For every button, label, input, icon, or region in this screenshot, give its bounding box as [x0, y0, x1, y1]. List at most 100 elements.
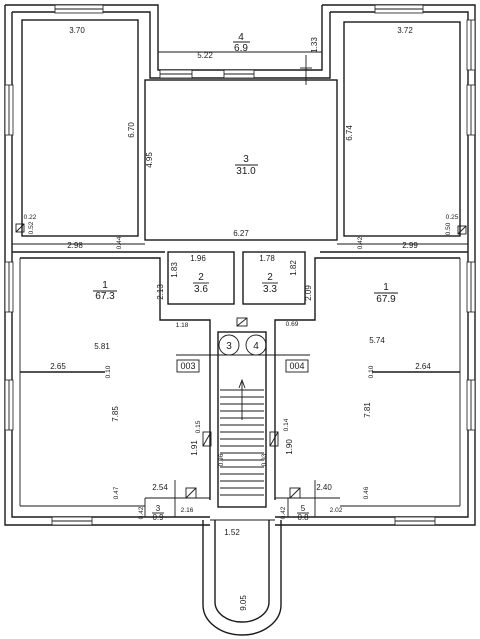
window-left-2 [4, 261, 14, 313]
dim-label: 1.33 [310, 37, 319, 53]
dim-label: 0.50 [445, 222, 452, 235]
room-top-left-wall [21, 19, 139, 237]
dim-label: 0.93 [261, 453, 268, 466]
window-center-left [159, 69, 193, 79]
dim-label: 6.74 [345, 125, 354, 141]
room-2-left-number: 2 [198, 272, 204, 283]
dim-label: 1.82 [289, 260, 298, 276]
window-bottom-right [394, 516, 436, 526]
dim-label: 0.14 [283, 418, 290, 431]
dim-label: 1.78 [259, 254, 275, 263]
entrance-stair-outer [202, 520, 282, 636]
room-3-area: 31.0 [236, 166, 256, 177]
dim-label: 1.52 [224, 528, 240, 537]
room-5-small-area: 0.8 [297, 513, 309, 522]
dim-label: 2.65 [50, 362, 66, 371]
outer-wall-left [4, 4, 210, 526]
dim-label: 1.90 [285, 439, 294, 455]
window-right-2 [466, 84, 476, 136]
dim-label: 3.70 [69, 26, 85, 35]
dim-label: 0.69 [286, 321, 299, 328]
inner-walls [12, 19, 468, 517]
dim-label: 2.02 [330, 507, 343, 514]
dim-label: 0.10 [105, 365, 112, 378]
stair-arrow-head [238, 378, 246, 389]
dim-label: 2.99 [402, 241, 418, 250]
dim-label: 2.09 [304, 285, 313, 301]
marker-box-left [176, 359, 200, 373]
vent-symbol-stair-right [269, 431, 279, 447]
left-hall-wall [20, 257, 211, 500]
dim-label: 2.40 [316, 483, 332, 492]
dim-label: 1.18 [176, 322, 189, 329]
dim-label: 1.83 [170, 262, 179, 278]
outer-walls [4, 4, 476, 526]
room-1-left-number: 1 [102, 280, 108, 291]
window-top-left [54, 4, 104, 14]
room-small-left-wall [144, 480, 210, 517]
window-right-3 [466, 261, 476, 313]
dim-label: 2.64 [415, 362, 431, 371]
room-5-small-number: 5 [301, 504, 306, 513]
dim-label: 0.47 [113, 486, 120, 499]
dim-label: 0.42 [357, 236, 364, 249]
dim-label: 5.22 [197, 51, 213, 60]
dimension-labels: 3.70 3.72 5.22 1.33 6.70 4.95 6.74 6.27 … [24, 26, 459, 611]
dim-label: 3.72 [397, 26, 413, 35]
vent-symbol-stair-left [202, 431, 212, 447]
dim-label: 4.95 [145, 152, 154, 168]
dim-label: 1.96 [190, 254, 206, 263]
room-2-right-area: 3.3 [263, 284, 277, 295]
dim-label: 6.70 [127, 122, 136, 138]
room-4-area: 6.9 [234, 43, 248, 54]
room-labels: 4 6.9 3 31.0 1 67.3 1 67.9 2 3.6 2 3.3 3… [93, 32, 398, 522]
room-3-small-number: 3 [156, 504, 161, 513]
dim-label: 9.05 [239, 595, 248, 611]
dim-label: 7.85 [111, 406, 120, 422]
dim-label: 0.44 [116, 236, 123, 249]
dim-label: 0.96 [218, 453, 225, 466]
room-3-small-area: 0.9 [152, 513, 164, 522]
room-top-right-wall [343, 21, 461, 237]
room-3-number: 3 [243, 154, 249, 165]
marker-box-right [285, 359, 309, 373]
stair-well [217, 331, 267, 508]
vent-symbol-hall-right [289, 487, 301, 499]
window-left-3 [4, 379, 14, 431]
room-2-left-wall [167, 251, 235, 305]
room-2-right-number: 2 [267, 272, 273, 283]
axis-markers: 3 4 003 004 [176, 334, 310, 373]
window-center-right [223, 69, 255, 79]
dim-label: 1.91 [190, 440, 199, 456]
staircase [202, 331, 282, 636]
room-2-left-area: 3.6 [194, 284, 208, 295]
dim-label: 0.22 [24, 214, 37, 221]
room-small-right-wall [275, 480, 340, 517]
dim-label: 0.52 [28, 221, 35, 234]
windows [4, 4, 476, 526]
room-4-number: 4 [238, 32, 244, 43]
axis-label-3: 3 [226, 341, 232, 352]
room-3-wall [144, 79, 338, 241]
dim-label: 5.74 [369, 336, 385, 345]
window-left-1 [4, 84, 14, 136]
vent-symbol-left [15, 223, 25, 233]
dim-label: 2.98 [67, 241, 83, 250]
marker-label-003: 003 [180, 361, 195, 371]
room-1-right-number: 1 [383, 282, 389, 293]
window-top-right [374, 4, 424, 14]
dim-label: 0.42 [280, 506, 287, 519]
axis-label-4: 4 [253, 341, 259, 352]
dim-label: 2.16 [181, 507, 194, 514]
dim-label: 0.10 [368, 365, 375, 378]
dim-label: 0.42 [138, 506, 145, 519]
window-right-1 [466, 19, 476, 71]
vent-symbol-hall-left [185, 487, 197, 499]
dim-label: 5.81 [94, 342, 110, 351]
dim-label: 2.54 [152, 483, 168, 492]
dim-label: 2.13 [156, 284, 165, 300]
outer-wall-left-inner [11, 12, 210, 518]
vent-symbol-right [457, 225, 467, 235]
vent-symbol-center [236, 317, 248, 327]
